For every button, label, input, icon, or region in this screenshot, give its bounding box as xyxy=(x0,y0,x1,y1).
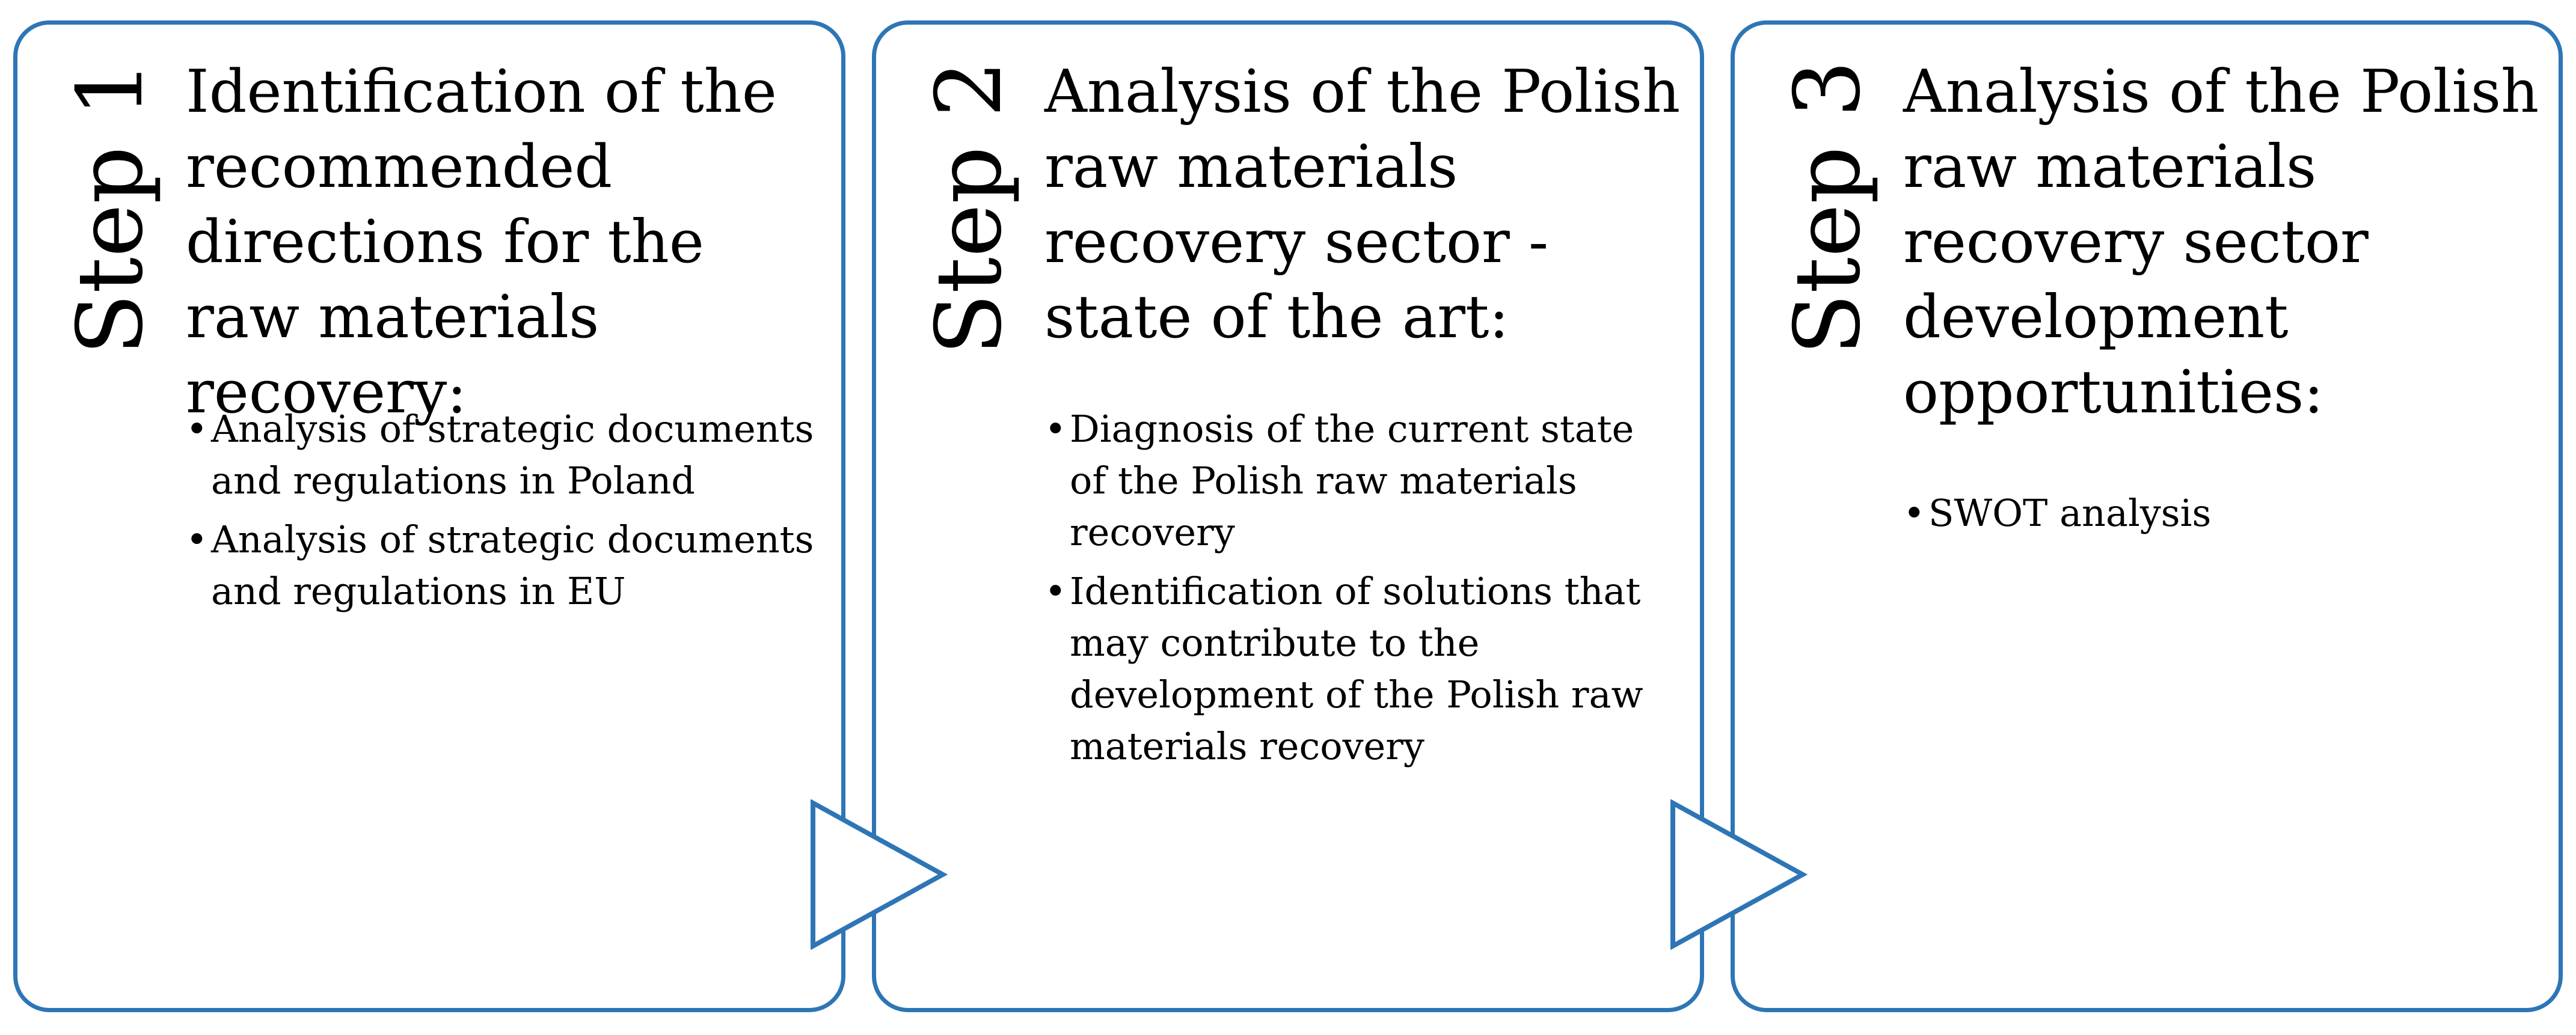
bullet-icon: • xyxy=(186,518,208,561)
step-1-label: Step 1 xyxy=(58,60,163,355)
bullet-icon: • xyxy=(1903,491,1925,535)
step-2-bullet-text: Diagnosis of the current state of the Po… xyxy=(1070,407,1634,554)
step-2-label: Step 2 xyxy=(917,60,1022,355)
step-1-bullet-item: • Analysis of strategic documents and re… xyxy=(186,403,817,507)
step-2-bullet-text: Identification of solutions that may con… xyxy=(1070,569,1643,768)
step-2-title: Analysis of the Polish raw materials rec… xyxy=(1044,58,1681,352)
step-3-box: Step 3 Analysis of the Polish raw materi… xyxy=(1731,20,2563,1012)
step-1-bullet-text: Analysis of strategic documents and regu… xyxy=(211,518,814,613)
bullet-icon: • xyxy=(186,407,208,451)
step-2-bullet-item: • Diagnosis of the current state of the … xyxy=(1044,403,1676,558)
arrow-right-icon xyxy=(1670,799,1808,950)
arrow-right-icon xyxy=(811,799,948,950)
step-1-bullet-list: • Analysis of strategic documents and re… xyxy=(186,403,817,624)
step-2-bullet-item: • Identification of solutions that may c… xyxy=(1044,566,1676,772)
step-1-title: Identification of the recommended direct… xyxy=(186,58,777,427)
step-1-bullet-text: Analysis of strategic documents and regu… xyxy=(211,407,814,502)
step-2-box: Step 2 Analysis of the Polish raw materi… xyxy=(872,20,1704,1012)
step-2-bullet-list: • Diagnosis of the current state of the … xyxy=(1044,403,1676,780)
step-1-bullet-item: • Analysis of strategic documents and re… xyxy=(186,514,817,617)
bullet-icon: • xyxy=(1044,569,1067,613)
step-1-box: Step 1 Identification of the recommended… xyxy=(13,20,845,1012)
step-3-bullet-list: • SWOT analysis xyxy=(1903,487,2535,546)
step-3-bullet-item: • SWOT analysis xyxy=(1903,487,2535,539)
bullet-icon: • xyxy=(1044,407,1067,451)
step-3-bullet-text: SWOT analysis xyxy=(1928,491,2212,535)
step-3-title: Analysis of the Polish raw materials rec… xyxy=(1903,58,2539,427)
step-3-label: Step 3 xyxy=(1776,60,1880,355)
